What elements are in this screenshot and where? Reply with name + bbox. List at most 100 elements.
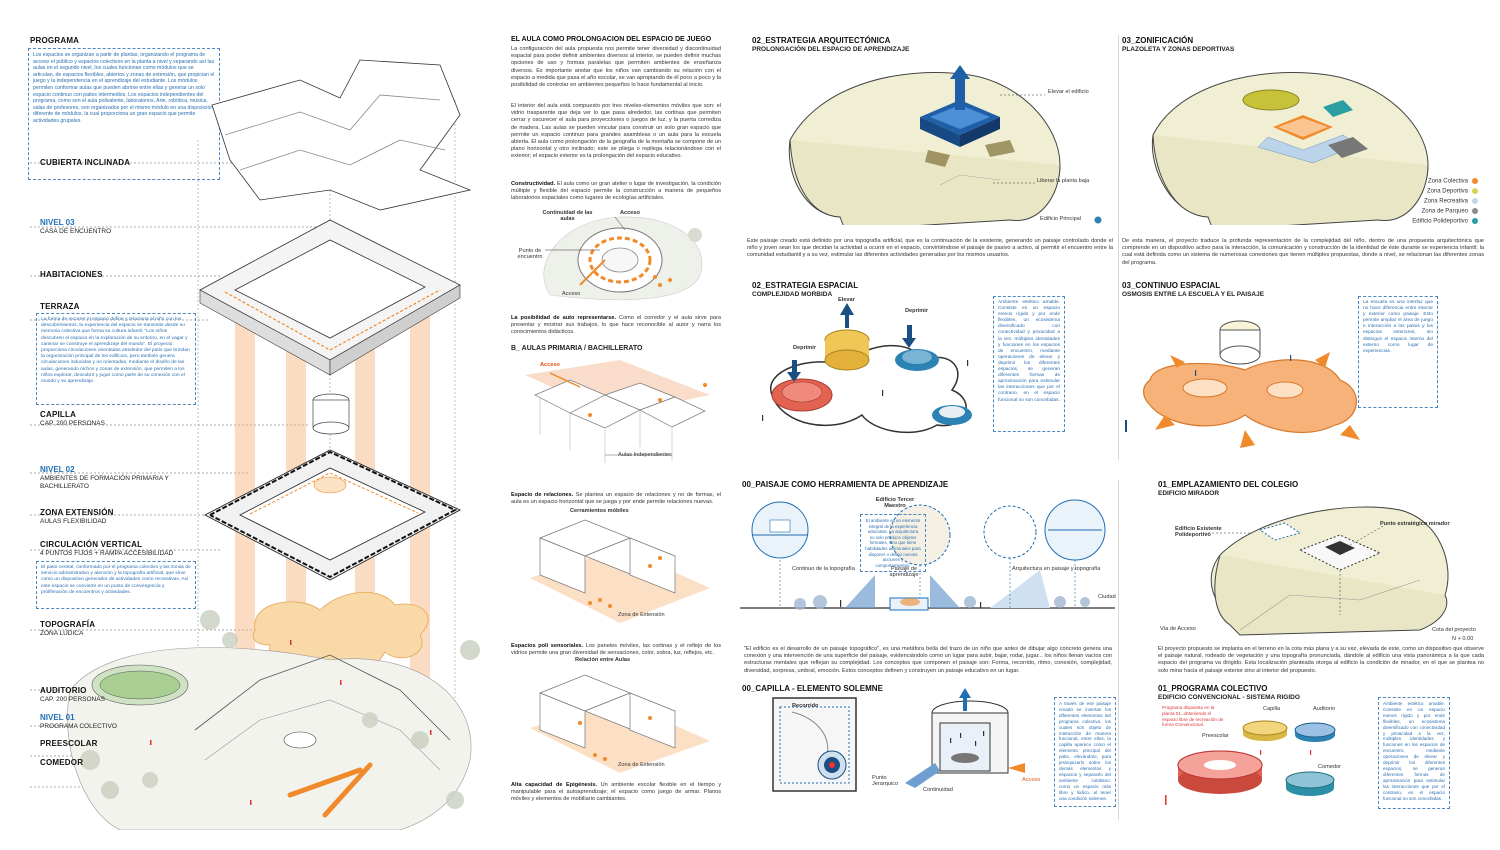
s2-legend: Zona Colectiva Zona Deportiva Zona Recre… [1370,178,1478,228]
legend-item-polideportivo: Edificio Polideportivo [1370,218,1478,228]
s4-osmosis-diagram [1125,320,1360,448]
s5-text-box: El ambiente es un elemento integral de l… [860,514,926,572]
aulas-independientes-diagram [525,360,710,463]
right-text2: De esta manera, el proyecto traduce la p… [1122,238,1484,266]
s1-sub: PROLONGACIÓN DEL ESPACIO DE APRENDIZAJE [752,46,910,53]
espacio-relaciones-diagram [530,519,710,623]
s4-title: 03_CONTINUO ESPACIAL [1122,281,1221,290]
label-circulacion: CIRCULACIÓN VERTICAL [40,540,143,549]
d2-acceso: Acceso [540,362,560,368]
d1-punto-encuentro: Punto de encuentro [517,248,543,260]
s7-text-box: A través de ese paisaje creado se insert… [1054,697,1116,807]
label-nivel-03: NIVEL 03 [40,218,75,227]
legend-swatch [1472,198,1478,204]
d4-zona-extension: Zona de Extensión [618,762,665,768]
d1-continuidad: Continuidad de las aulas [542,210,593,222]
d1-acceso-bottom: Acceso [562,291,581,297]
label-circulacion-sub: 4 PUNTOS FIJOS + RAMPA ACCESIBILIDAD [40,550,174,557]
s5-paisaje: Paisaje de aprendizaje [889,566,919,578]
corridor-ring-diagram [543,216,703,301]
label-auditorio-sub: CAP. 200 PERSONAS [40,696,105,703]
label-nivel-03-sub: CASA DE ENCUENTRO [40,228,112,235]
s7-title: 00_CAPILLA - ELEMENTO SOLEMNE [742,684,883,693]
middle-p2: El interior del aula está compuesto por … [511,103,721,160]
s3-title: 02_ESTRATEGIA ESPACIAL [752,281,859,290]
label-nivel-01-sub: PROGRAMA COLECTIVO [40,723,117,730]
label-topografia-sub: ZONA LÚDICA [40,630,84,637]
middle-title: EL AULA COMO PROLONGACION DEL ESPACIO DE… [511,36,712,43]
middle-p7: Alta capacidad de Epigénesis. Un ambient… [511,782,721,803]
s6-via: Vía de Acceso [1160,626,1196,632]
exploded-axonometric-diagram [30,59,480,830]
d1-acceso-top: Acceso [620,210,640,216]
d2-aulas-independientes: Aulas Independientes [618,452,672,458]
s5-continuo: Continuo de la topografía [792,566,855,572]
legend-swatch [1472,188,1478,194]
s7-acceso: Acceso [1022,777,1041,783]
label-zona-extension-sub: AULAS FLEXIBILIDAD [40,518,107,525]
s1-terrain-diagram [788,65,1102,225]
s8-preescolar: Preescolar [1202,733,1229,739]
s5-landscape-diagram [740,499,1115,611]
d3-zona-extension: Zona de Extensión [618,612,665,618]
label-topografia: TOPOGRAFÍA [40,620,96,629]
s3-elevar: Elevar [838,297,855,303]
label-comedor: COMEDOR [40,758,84,767]
middle-p1: La configuración del aula propuesta nos … [511,46,721,89]
s1-liberar: Liberar la planta baja [1037,178,1090,184]
s7-punto: Punto Jerarquico [872,775,899,787]
s6-sub: EDIFICIO MIRADOR [1158,490,1220,497]
s7-continuidad: Continuidad [923,787,953,793]
s5-arquitectura: Arquitectura en paisaje y topografía [1012,566,1101,572]
s6-punto: Punto estratégico mirador [1380,521,1450,527]
s1-title: 02_ESTRATEGIA ARQUITECTÓNICA [752,36,891,45]
s7-plan-diagram [772,697,857,792]
s2-zoning-diagram [1151,72,1429,225]
s3-complexity-diagram [762,303,972,434]
d3-cerramientos: Cerramientos móbiles [570,508,629,514]
s4-text-box: La escuela es una interfaz que no hace d… [1358,296,1438,408]
s2-title: 03_ZONIFICACIÓN [1122,36,1194,45]
programa-heading: PROGRAMA [30,36,80,45]
label-auditorio: AUDITORIO [40,686,87,695]
s5-edificio: Edificio Tercer Maestro [875,497,915,509]
label-capilla: CAPILLA [40,410,77,419]
s2-sub: PLAZOLETA Y ZONAS DEPORTIVAS [1122,46,1235,53]
s8-comedor: Comedor [1318,764,1342,770]
s3-sub: COMPLEJIDAD MORBIDA [752,291,833,298]
right-text1: Este paisaje creado está definido por un… [747,238,1113,259]
s3-deprimir-left: Deprimir [793,345,817,351]
label-capilla-sub: CAP. 200 PERSONAS [40,420,105,427]
s6-site-diagram [1205,506,1449,636]
circulacion-text-box: El patio central, conformado por el prog… [36,561,196,609]
s1-elevar: Elevar el edificio [1048,89,1089,95]
label-preescolar: PREESCOLAR [40,739,98,748]
s3-deprimir-right: Deprimir [905,308,929,314]
label-nivel-02: NIVEL 02 [40,465,75,474]
middle-p4: La posibilidad de auto representarse. Co… [511,315,721,336]
middle-p3: Constructividad. El aula como un gran at… [511,181,721,202]
s5-ciudad: Ciudad [1098,594,1116,600]
s1-edificio: Edificio Principal [1040,216,1082,222]
legend-item-recreativa: Zona Recreativa [1370,198,1478,208]
s3-text-box: Ambiente estético amable. Consiste en un… [993,296,1065,432]
terraza-text-box: La forma de recorrer el espacio define y… [36,313,196,405]
s6-n: N + 0.00 [1452,636,1474,642]
legend-item-colectiva: Zona Colectiva [1370,178,1478,188]
label-nivel-02-sub: AMBIENTES DE FORMACIÓN PRIMARIA Y BACHIL… [40,475,169,490]
s6-cota: Cota del proyecto [1432,627,1476,633]
label-nivel-01: NIVEL 01 [40,713,75,722]
s8-auditorio: Auditorio [1313,706,1336,712]
s7-capilla-section [905,688,1025,788]
s7-recorrido: Recorrido [792,703,819,709]
s5-title: 00_PAISAJE COMO HERRAMIENTA DE APRENDIZA… [742,480,949,489]
relacion-aulas-diagram [530,674,710,773]
label-cubierta: CUBIERTA INCLINADA [40,158,131,167]
s8-title: 01_PROGRAMA COLECTIVO [1158,684,1268,693]
s5-quote: "El edificio es el desarrollo de un pais… [744,646,1112,674]
s8-program-diagram [1165,720,1336,805]
s6-title: 01_EMPLAZAMIENTO DEL COLEGIO [1158,480,1299,489]
d4-relacion: Relación entre Aulas [575,657,631,663]
legend-swatch [1472,208,1478,214]
s6-poli: Edificio Existente Polideportivo [1175,526,1222,538]
